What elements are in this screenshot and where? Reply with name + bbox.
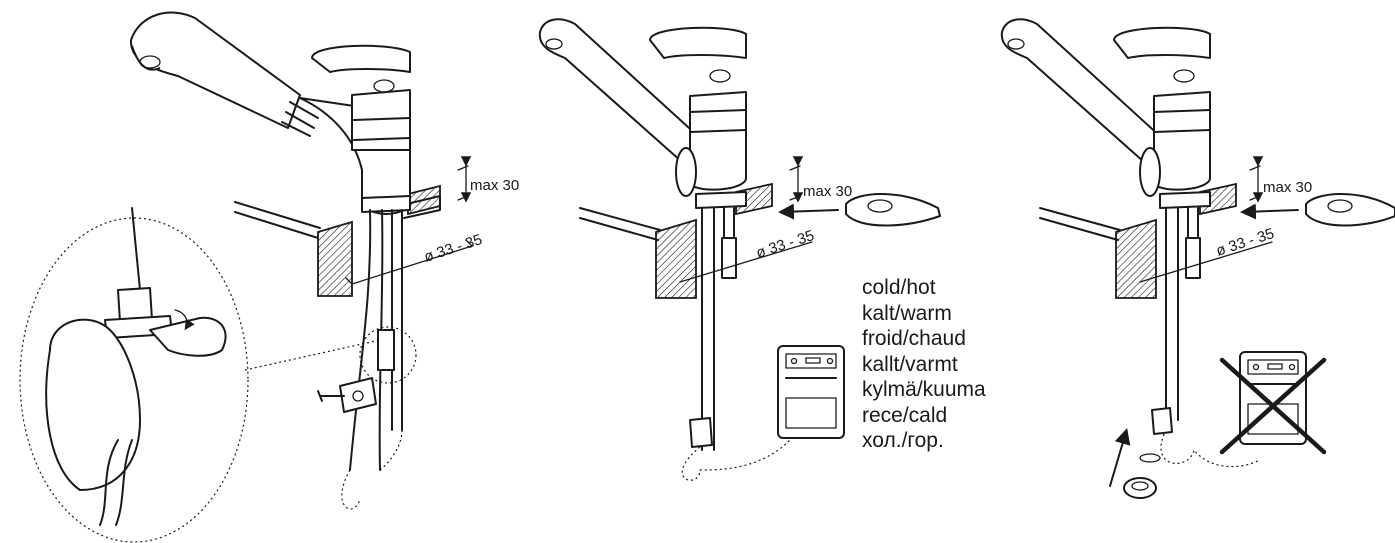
hose-set [341, 209, 417, 510]
dimension-diameter: ø 33 - 35 [345, 231, 484, 285]
dimension-diameter: ø 33 - 35 [1139, 225, 1276, 283]
mounting-plate-icon [778, 193, 941, 227]
connection-label-list: cold/hot kalt/warm froid/chaud kallt/var… [862, 275, 986, 454]
diameter-label: ø 33 - 35 [422, 231, 484, 266]
standard-faucet-icon [1000, 18, 1211, 209]
connection-label: хол./гор. [862, 429, 944, 452]
max-height-label: max 30 [470, 177, 519, 194]
pull-out-spray-faucet-icon [129, 11, 411, 215]
panel-1-pullout-faucet: max 30 ø 33 - 35 [19, 11, 519, 543]
hand-wrench-detail-icon [19, 207, 381, 543]
dimension-max-height: max 30 [789, 156, 852, 203]
dimension-max-height: max 30 [1249, 156, 1312, 203]
connection-label: kalt/warm [862, 301, 952, 325]
mounting-plate-icon [1240, 193, 1395, 227]
water-heater-icon [777, 345, 845, 439]
connection-label: rece/cald [862, 403, 948, 427]
standard-faucet-icon [538, 18, 747, 209]
countertop [234, 184, 441, 297]
dimension-max-height: max 30 [457, 156, 519, 203]
hose-set [1151, 207, 1261, 468]
dimension-diameter: ø 33 - 35 [679, 227, 816, 283]
connection-label: kylmä/kuuma [862, 378, 986, 401]
no-water-heater-icon [1219, 351, 1327, 455]
diameter-label: ø 33 - 35 [1214, 225, 1276, 260]
max-height-label: max 30 [1263, 179, 1312, 196]
diameter-label: ø 33 - 35 [754, 227, 816, 262]
connection-label: froid/chaud [862, 327, 966, 350]
connection-label: kallt/varmt [862, 352, 958, 376]
nut-washer-icon [1109, 428, 1161, 499]
panel-3-standard-faucet: max 30 ø 33 - 35 [1000, 18, 1395, 499]
connection-label: cold/hot [862, 276, 936, 299]
hose-clamp-icon [317, 377, 377, 413]
max-height-label: max 30 [803, 183, 852, 200]
